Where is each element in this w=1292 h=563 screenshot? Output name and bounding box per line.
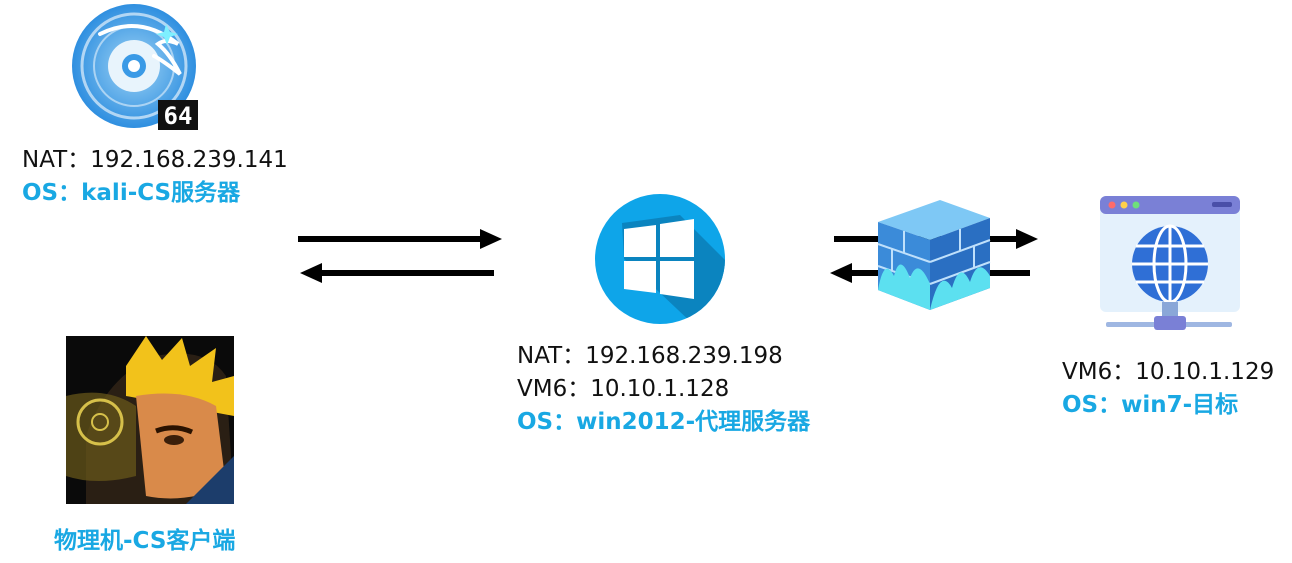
target-os-label: OS：win7-目标 — [1062, 392, 1239, 418]
kali-nat-label: NAT：192.168.239.141 — [22, 147, 288, 173]
kali-os-label: OS：kali-CS服务器 — [22, 180, 241, 206]
windows-logo-icon — [594, 193, 726, 325]
double-arrow-left — [296, 226, 506, 286]
kali-linux-disc-icon: 64 — [70, 4, 202, 132]
cobalt-strike-client-avatar-icon — [66, 336, 234, 504]
firewall-icon — [874, 196, 992, 312]
web-server-globe-icon — [1098, 194, 1242, 334]
kali-badge-text: 64 — [164, 102, 193, 130]
proxy-nat-label: NAT：192.168.239.198 — [517, 343, 783, 369]
target-vm6-label: VM6：10.10.1.129 — [1062, 359, 1275, 385]
proxy-vm6-label: VM6：10.10.1.128 — [517, 376, 730, 402]
client-label: 物理机-CS客户端 — [54, 528, 236, 554]
proxy-os-label: OS：win2012-代理服务器 — [517, 409, 811, 435]
